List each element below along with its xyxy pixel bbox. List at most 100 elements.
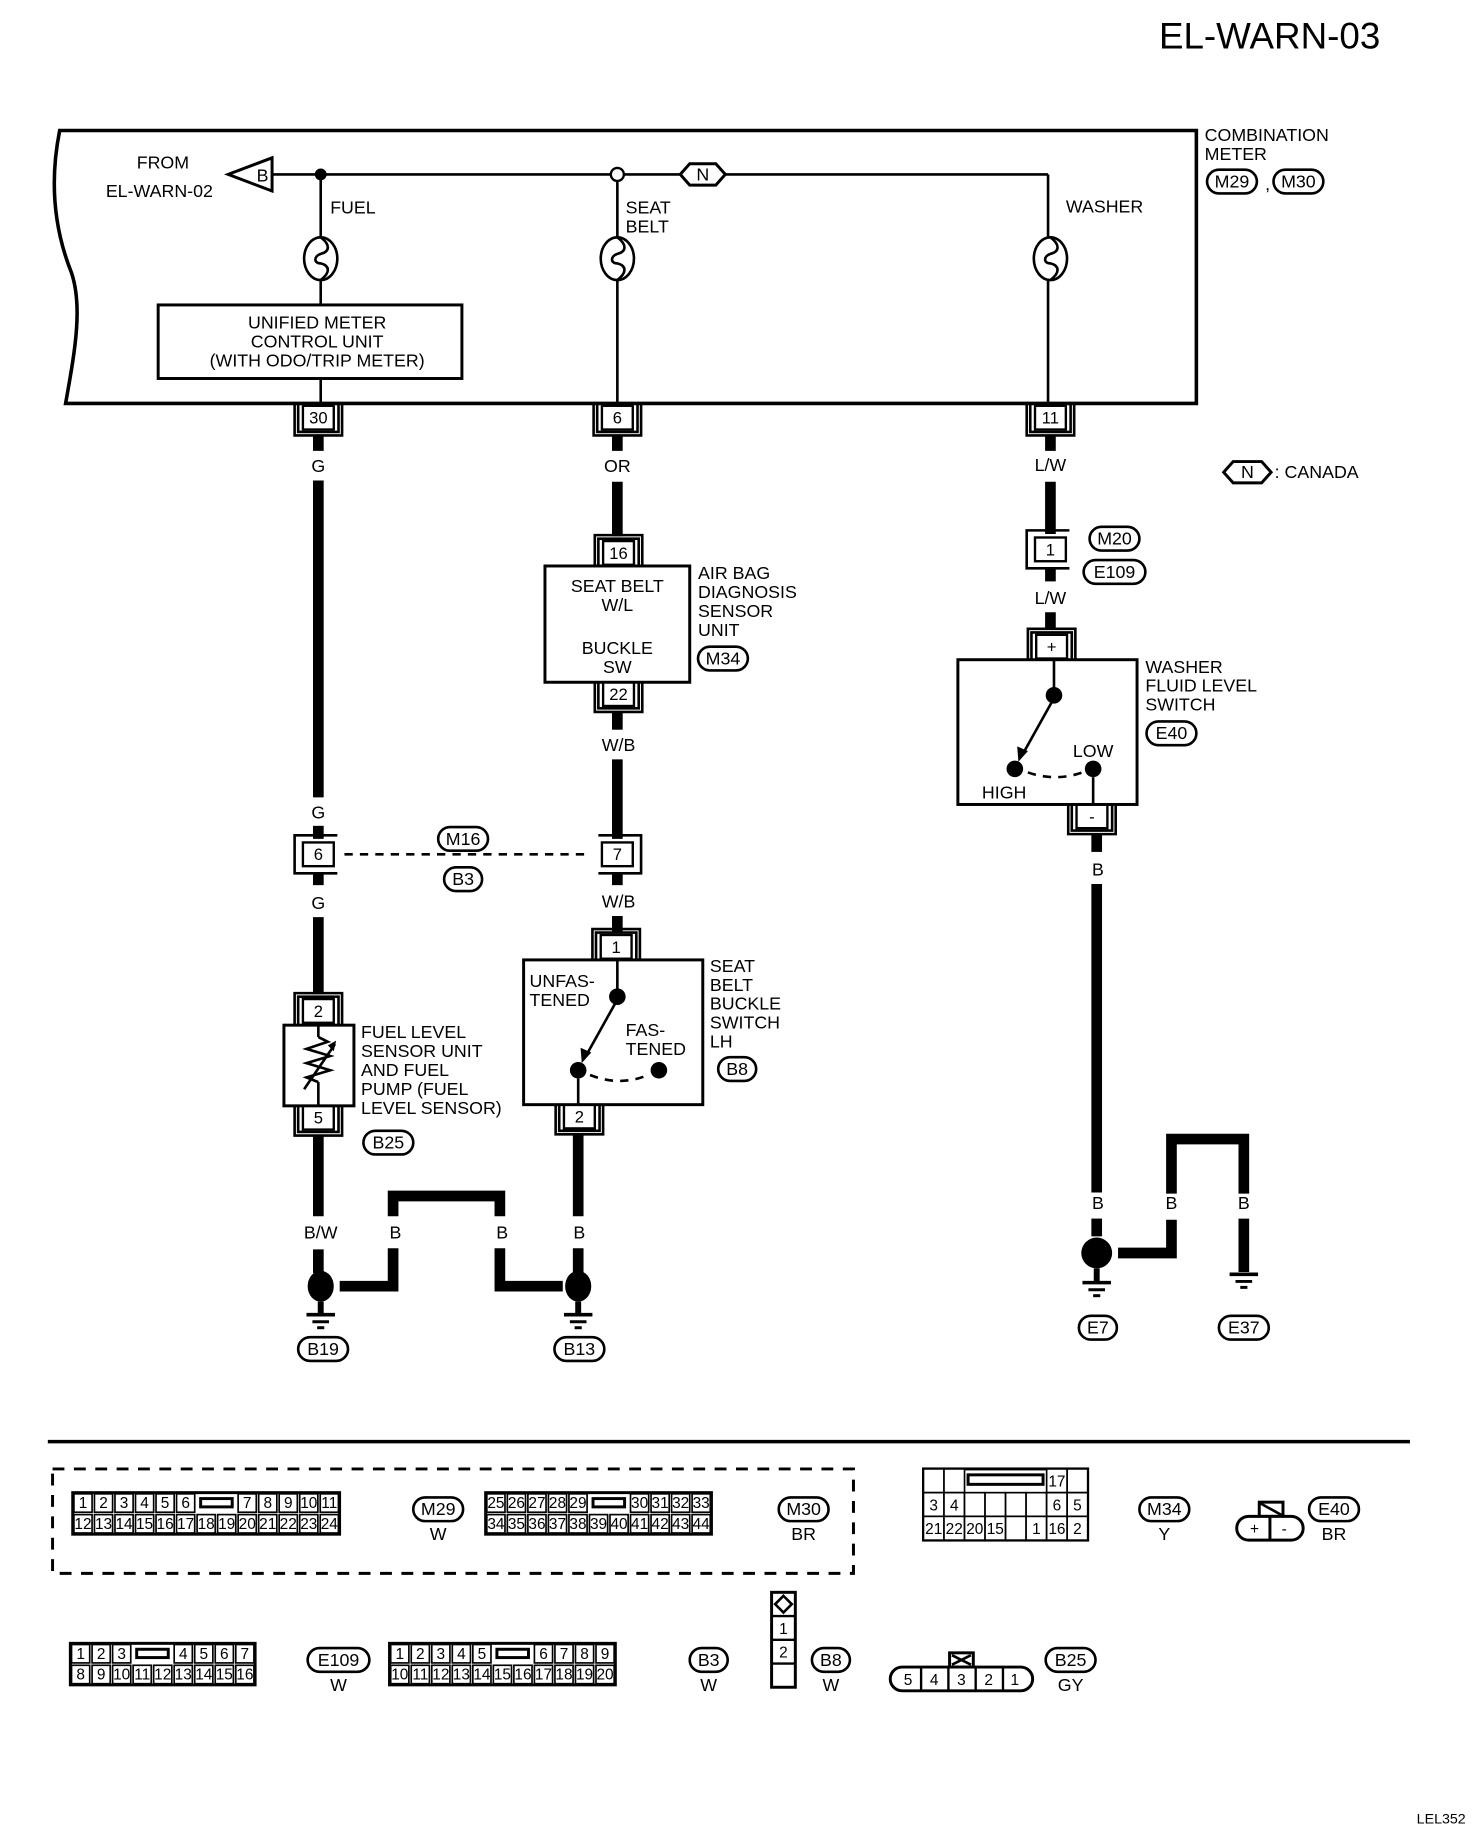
pin-cell [527, 1493, 547, 1514]
pin-cell [111, 1664, 132, 1685]
pin-number: 10 [391, 1667, 408, 1684]
pin-cell [1025, 1491, 1048, 1518]
pin-number: 17 [535, 1667, 552, 1684]
pin-number: 5 [478, 1646, 487, 1663]
wire-color-g: G [311, 803, 325, 823]
pin-cell [1066, 1468, 1089, 1494]
pin-cell [984, 1491, 1007, 1518]
connector-view-tag: B25 [1055, 1650, 1087, 1670]
combination-meter-label: COMBINATION METER [1205, 125, 1329, 164]
pin-cell [609, 1513, 629, 1534]
pin-number: 4 [950, 1497, 959, 1514]
pin-number: 20 [239, 1516, 256, 1533]
fuel-sensor-label: SENSOR UNIT [361, 1041, 483, 1061]
pin-number: 33 [693, 1495, 710, 1512]
joint-pin-7-box [600, 841, 634, 868]
pin-cell [574, 1664, 595, 1685]
pin-number: 29 [569, 1495, 586, 1512]
pin-cell [554, 1664, 574, 1685]
lock-cross [951, 1654, 972, 1666]
pin-cell [410, 1643, 431, 1664]
pin-number: 4 [457, 1646, 466, 1663]
pin-number: 14 [115, 1516, 133, 1533]
pin-number: 36 [528, 1516, 545, 1533]
switch-pin-1-bracket [594, 931, 638, 962]
combination-meter-outline [52, 128, 1199, 406]
pin-cell [319, 1513, 340, 1534]
pin-number: 8 [263, 1495, 272, 1512]
pin-number: 19 [576, 1667, 593, 1684]
meter-pin-11-bracket [1028, 403, 1072, 434]
connector-view-tag-outline [688, 1646, 729, 1674]
washer-lamp-icon [1032, 236, 1069, 282]
canada-tag: N [678, 162, 728, 187]
from-tag-label: B [257, 166, 269, 186]
lamp-filament [610, 236, 626, 282]
pin-number: 11 [321, 1495, 337, 1512]
pin-cell [922, 1468, 945, 1494]
connector-view-tag: E109 [318, 1650, 360, 1670]
connector-tag-b3: B3 [452, 869, 474, 889]
pin-number: 17 [1048, 1474, 1065, 1491]
pin-cell [568, 1493, 588, 1514]
pin-number: 20 [966, 1521, 983, 1538]
pin-number: 5 [161, 1495, 170, 1512]
washer-switch-label: WASHER [1145, 657, 1223, 677]
joint-pin-7: 7 [613, 845, 622, 864]
pin-cell [963, 1491, 986, 1518]
pin-number: 3 [957, 1672, 966, 1689]
wire-color-or: OR [604, 456, 631, 476]
pin-cell [175, 1493, 196, 1514]
pin-cell [91, 1643, 112, 1664]
page-title: EL-WARN-03 [1159, 16, 1380, 57]
pin-number: 1 [1011, 1672, 1020, 1689]
pin-number: 1 [76, 1646, 85, 1663]
pin-cell [193, 1664, 214, 1685]
pin-cell [73, 1493, 93, 1514]
pin-cell [533, 1643, 554, 1664]
ground-tag-b13: B13 [564, 1339, 596, 1359]
pin-cell [134, 1513, 155, 1534]
pin-number: 7 [560, 1646, 569, 1663]
fuel-sensor-label: PUMP (FUEL [361, 1079, 468, 1099]
meter-connector-tags: M29,M30 [1205, 168, 1325, 195]
switch-state-fastened: TENED [626, 1039, 686, 1059]
pin-number: 37 [549, 1516, 566, 1533]
connector-view-tag-outline [1307, 1496, 1361, 1523]
meter-pin-6: 6 [613, 409, 622, 428]
ground-splice [307, 1270, 334, 1302]
pin-number: 10 [113, 1667, 130, 1684]
pin-cell [691, 1513, 712, 1534]
pin-cell [278, 1493, 299, 1514]
pin-cell [152, 1664, 173, 1685]
from-arrow-tag: B [223, 155, 274, 194]
connector-view-tag: B3 [698, 1650, 720, 1670]
pin-number: 11 [134, 1667, 150, 1684]
wire-color-b: B [1166, 1193, 1178, 1213]
pin-number: 13 [95, 1516, 112, 1533]
connector-lock-icon [591, 1497, 627, 1509]
pin-number: 9 [97, 1667, 106, 1684]
splice-dot [314, 168, 327, 181]
connector-color: BR [791, 1524, 816, 1544]
from-label: EL-WARN-02 [106, 181, 213, 201]
pin-cell [173, 1643, 194, 1664]
switch-contact-high [1006, 760, 1024, 778]
connector-lock-icon [135, 1647, 170, 1660]
pin-number: 25 [487, 1495, 504, 1512]
switch-state-low: LOW [1073, 741, 1114, 761]
pin-number: 2 [1073, 1521, 1082, 1538]
switch-state-unfastened: TENED [530, 990, 590, 1010]
pin-cell [234, 1643, 255, 1664]
airbag-pin-16-bracket [597, 537, 641, 568]
airbag-diagnosis-sensor-unit [543, 564, 692, 684]
ground-tag-b19: B19 [307, 1339, 339, 1359]
airbag-unit-label: SENSOR [698, 601, 773, 621]
lamp-bulb [1032, 236, 1069, 282]
joint-pin-6-box [301, 841, 335, 868]
switch-pin-1: 1 [612, 938, 621, 957]
